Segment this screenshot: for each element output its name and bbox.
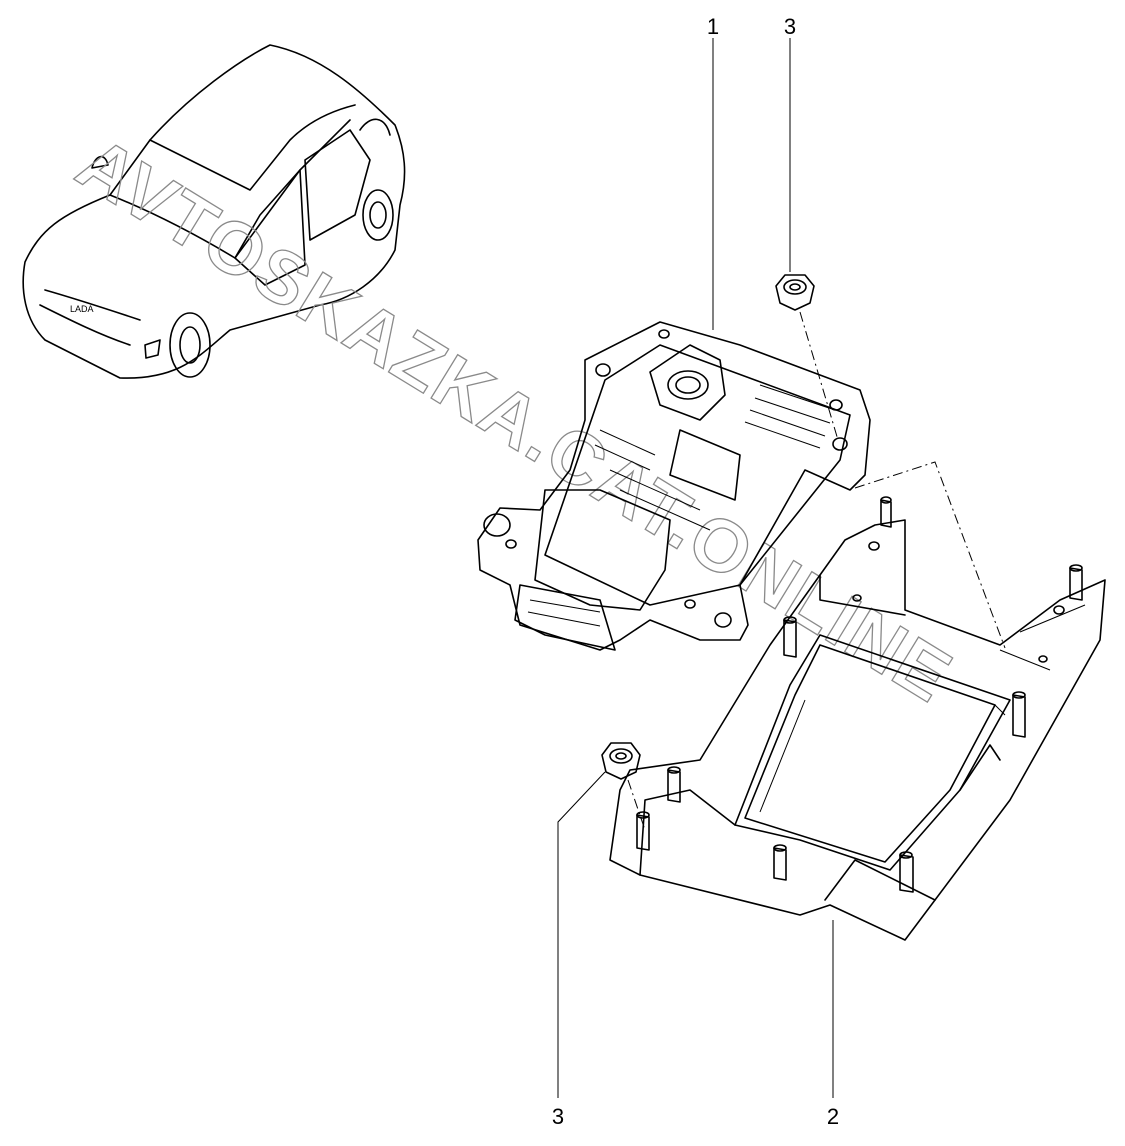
stud [636,811,650,851]
car-illustration: LADA [22,44,406,379]
callout-2: 2 [827,1104,839,1129]
car-badge: LADA [70,304,94,314]
watermark: AVTOSKAZKA.CAT.ONLINE [63,120,967,719]
stud [667,766,681,803]
stud [783,616,797,658]
nut-top [775,274,815,311]
stud [880,496,892,528]
callout-1: 1 [707,14,719,39]
stud [1069,564,1083,601]
stud [773,844,787,881]
assembly-lines [627,311,1006,831]
stud [1012,691,1026,738]
stud [899,851,914,893]
callout-3-bottom: 3 [552,1104,564,1129]
watermark-text: AVTOSKAZKA.CAT.ONLINE [64,121,967,719]
leader-lines [557,38,834,1098]
callout-3-top: 3 [784,14,796,39]
control-unit [477,321,871,651]
nut-bottom [601,742,641,780]
mounting-bracket [609,496,1106,941]
